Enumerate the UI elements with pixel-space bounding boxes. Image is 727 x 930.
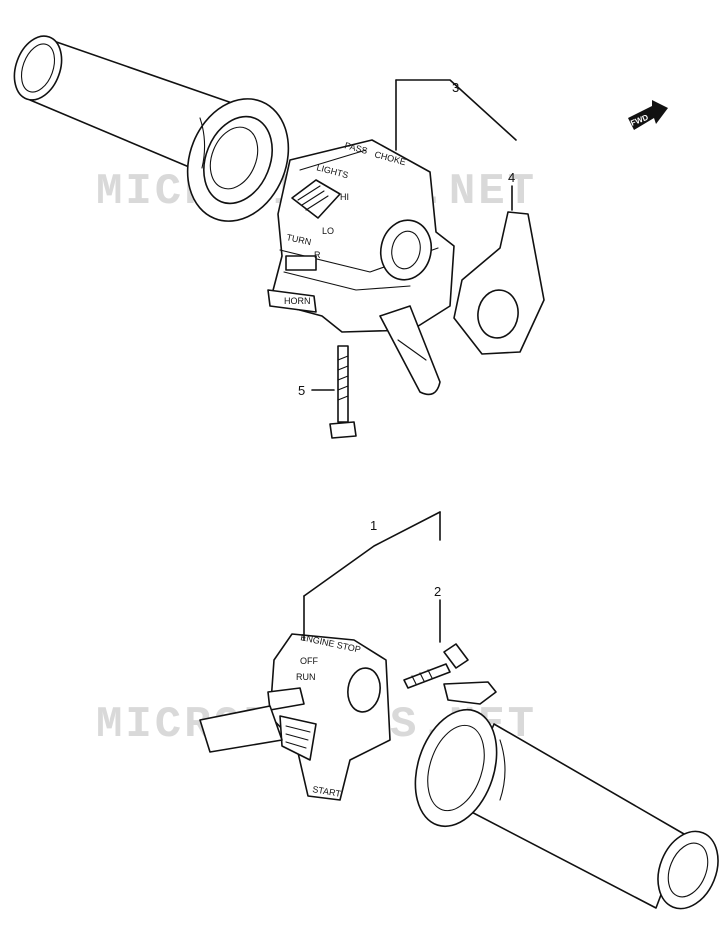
r-label: R [314, 250, 321, 260]
callout-3: 3 [452, 80, 459, 95]
start-label: START [312, 784, 342, 799]
screw-part-2 [403, 643, 469, 689]
forward-arrow-icon: FWD [628, 100, 668, 130]
left-switch-housing: ENGINE STOP OFF RUN START [199, 632, 391, 801]
callout-4: 4 [508, 170, 515, 185]
hi-label: HI [340, 192, 349, 202]
callout-1: 1 [370, 518, 377, 533]
left-grip [414, 681, 719, 910]
throttle-grip [13, 35, 290, 222]
screw-part-5 [329, 345, 357, 439]
lo-label: LO [322, 226, 334, 236]
run-label: RUN [296, 672, 316, 682]
switch-cover [453, 211, 545, 355]
off-label: OFF [300, 656, 318, 666]
right-switch-housing: PASS CHOKE LIGHTS HI LO TURN R HORN [267, 139, 455, 396]
horn-label: HORN [284, 296, 311, 306]
callout-2: 2 [434, 584, 441, 599]
callout-5: 5 [298, 383, 305, 398]
